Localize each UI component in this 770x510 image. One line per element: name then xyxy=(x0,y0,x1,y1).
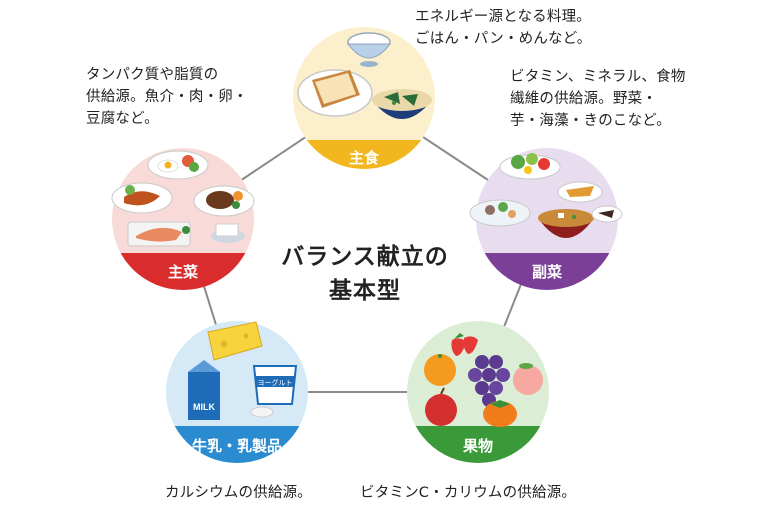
salad-bowl-icon xyxy=(499,153,561,180)
orange-icon xyxy=(424,354,456,386)
fruit-caption: ビタミンC・カリウムの供給源。 xyxy=(360,485,577,501)
staple-caption: エネルギー源となる料理。 ごはん・パン・めんなど。 xyxy=(415,9,592,47)
vegetable-dish-icon xyxy=(469,181,603,227)
grilled-fish-icon xyxy=(127,221,191,247)
apple-icon xyxy=(425,387,457,426)
fried-egg-plate-icon xyxy=(147,150,209,180)
miso-soup-icon xyxy=(538,205,623,238)
diagram-title: バランス献立の 基本型 xyxy=(281,244,449,304)
persimmon-icon xyxy=(483,400,517,427)
strawberry-icon xyxy=(451,333,478,356)
milk-carton-text: MILK xyxy=(193,402,215,412)
dairy-label: 牛乳・乳製品 xyxy=(192,437,282,455)
main-caption: タンパク質や脂質の 供給源。魚介・肉・卵・ 豆腐など。 xyxy=(86,67,248,127)
cheese-icon xyxy=(207,321,263,361)
peach-icon xyxy=(513,363,543,395)
milk-carton-icon: MILK xyxy=(188,360,220,420)
side-caption: ビタミン、ミネラル、食物 繊維の供給源。野菜・ 芋・海藻・きのこなど。 xyxy=(510,69,686,129)
tofu-icon xyxy=(211,223,245,243)
rice-bowl-icon xyxy=(346,32,392,67)
dairy-caption: カルシウムの供給源。 xyxy=(165,485,312,501)
hamburg-steak-icon xyxy=(193,185,255,217)
staple-label: 主食 xyxy=(349,149,380,167)
bread-toast-icon xyxy=(297,69,373,117)
main-label: 主菜 xyxy=(168,263,198,281)
yogurt-cup-icon: ヨーグルト xyxy=(250,365,298,418)
side-label: 副菜 xyxy=(532,263,562,281)
fruit-label: 果物 xyxy=(462,437,493,455)
yogurt-cup-text: ヨーグルト xyxy=(258,378,293,387)
grilled-meat-icon xyxy=(111,182,173,214)
noodle-bowl-icon xyxy=(372,89,432,119)
